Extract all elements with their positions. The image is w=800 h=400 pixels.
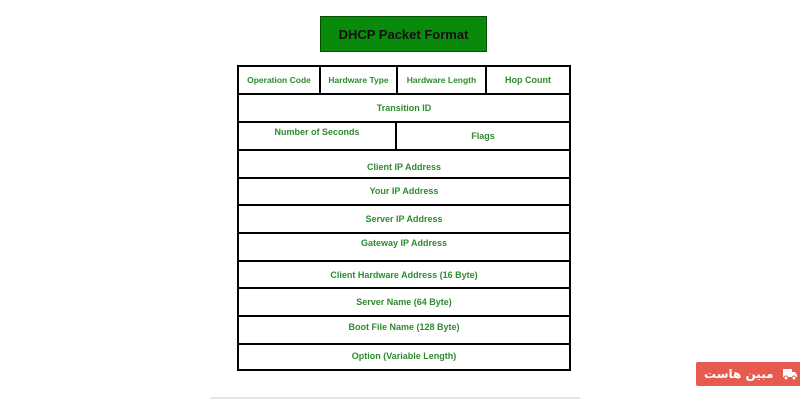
field-hardware-length: Hardware Length — [396, 67, 485, 93]
field-hop-count: Hop Count — [485, 67, 569, 93]
packet-row-9: Server Name (64 Byte) — [239, 289, 569, 317]
packet-row-7: Gateway IP Address — [239, 234, 569, 262]
field-option: Option (Variable Length) — [351, 351, 457, 361]
packet-row-4: Client IP Address — [239, 151, 569, 179]
packet-row-6: Server IP Address — [239, 206, 569, 234]
truck-icon — [782, 367, 798, 384]
field-boot-file-name: Boot File Name (128 Byte) — [348, 322, 460, 332]
field-client-ip-address: Client IP Address — [366, 162, 442, 172]
packet-row-5: Your IP Address — [239, 179, 569, 206]
field-number-of-seconds: Number of Seconds — [274, 127, 360, 137]
packet-row-10: Boot File Name (128 Byte) — [239, 317, 569, 345]
field-transition-id: Transition ID — [376, 103, 432, 113]
field-client-hardware-address: Client Hardware Address (16 Byte) — [330, 269, 478, 280]
field-operation-code: Operation Code — [247, 75, 311, 85]
field-your-ip-address: Your IP Address — [369, 186, 439, 196]
packet-row-1: Operation Code Hardware Type Hardware Le… — [239, 67, 569, 95]
packet-row-3: Number of Seconds Flags — [239, 123, 569, 151]
watermark-logo: مبین هاست — [696, 362, 800, 386]
packet-row-2: Transition ID — [239, 95, 569, 123]
diagram-title-text: DHCP Packet Format — [338, 26, 469, 42]
field-flags: Flags — [395, 123, 569, 149]
watermark-text: مبین هاست — [704, 367, 774, 381]
field-hardware-type: Hardware Type — [319, 67, 396, 93]
field-gateway-ip-address: Gateway IP Address — [360, 238, 448, 248]
packet-row-8: Client Hardware Address (16 Byte) — [239, 262, 569, 289]
packet-row-11: Option (Variable Length) — [239, 345, 569, 369]
field-server-name: Server Name (64 Byte) — [356, 297, 452, 307]
packet-format-table: Operation Code Hardware Type Hardware Le… — [237, 65, 571, 371]
bottom-divider — [210, 397, 580, 399]
field-server-ip-address: Server IP Address — [365, 214, 443, 224]
diagram-title: DHCP Packet Format — [320, 16, 487, 52]
